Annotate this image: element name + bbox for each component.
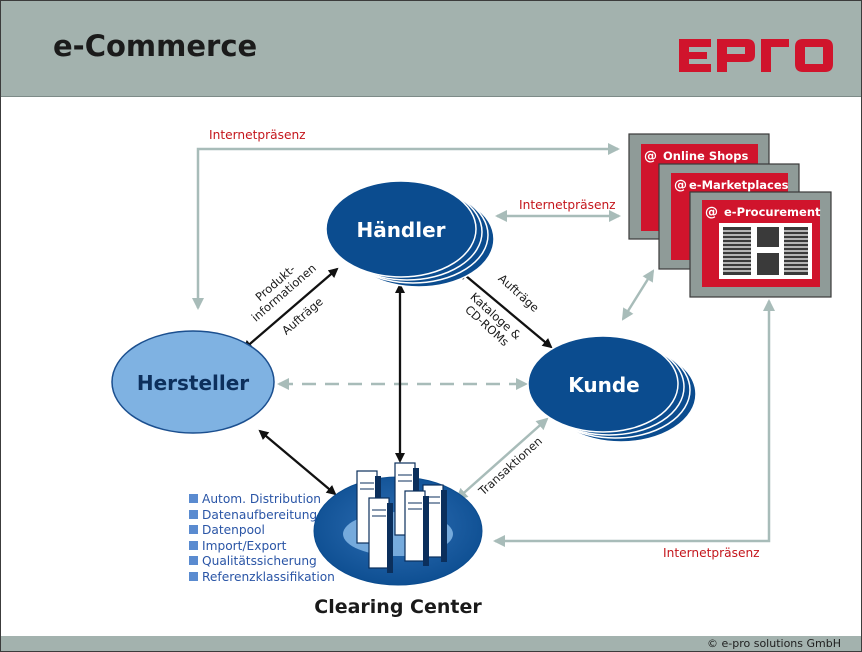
header-bar: e-Commerce <box>1 1 861 97</box>
arrow-haendler-kunde <box>458 269 553 349</box>
list-item: Import/Export <box>189 539 335 555</box>
label-internet-top: Internetpräsenz <box>209 128 306 142</box>
arrow-internet-top <box>192 143 620 310</box>
node-clearing-center: Clearing Center <box>313 462 483 618</box>
clearing-center-label: Clearing Center <box>314 596 482 618</box>
label-internet-bottom: Internetpräsenz <box>663 546 760 560</box>
list-item: Autom. Distribution <box>189 492 335 508</box>
arrow-internet-bottom <box>493 299 775 547</box>
arrow-hersteller-clearing <box>258 429 337 496</box>
svg-text:Transaktionen: Transaktionen <box>475 434 545 499</box>
list-item: Datenaufbereitung <box>189 508 335 524</box>
bullet-square-icon <box>189 540 198 550</box>
label-kataloge: Kataloge & CD-ROMs <box>462 290 524 349</box>
label-auftraege-left: Aufträge <box>279 294 326 337</box>
node-hersteller: Hersteller <box>111 330 275 434</box>
window-online-shops-label: Online Shops <box>663 149 748 163</box>
diagram-canvas: Händler Kunde Hersteller <box>111 128 832 618</box>
page-title: e-Commerce <box>53 29 258 63</box>
footer-bar: © e-pro solutions GmbH <box>1 636 861 651</box>
window-e-marketplaces-at: @ <box>674 178 687 193</box>
bullet-square-icon <box>189 509 198 519</box>
list-item: Qualitätssicherung <box>189 554 335 570</box>
node-haendler: Händler <box>325 180 495 288</box>
window-online-shops-at: @ <box>644 149 657 164</box>
bullet-square-icon <box>189 525 198 535</box>
svg-text:Aufträge: Aufträge <box>279 294 326 337</box>
label-internet-mid: Internetpräsenz <box>519 198 616 212</box>
bullet-square-icon <box>189 556 198 566</box>
bullet-square-icon <box>189 494 198 503</box>
list-item: Datenpool <box>189 523 335 539</box>
arrow-transaktionen <box>455 417 549 501</box>
node-kunde: Kunde <box>527 335 697 443</box>
arrow-kunde-windows <box>621 269 655 321</box>
list-item: Referenzklassifikation <box>189 570 335 586</box>
window-e-procurement-at: @ <box>705 205 718 220</box>
document-content-icon <box>719 223 812 279</box>
haendler-label: Händler <box>356 218 445 242</box>
arrow-hersteller-haendler <box>242 267 339 351</box>
window-e-marketplaces-label: e-Marketplaces <box>689 178 789 192</box>
clearing-services-list: Autom. Distribution Datenaufbereitung Da… <box>189 492 335 586</box>
copyright-text: © e-pro solutions GmbH <box>706 637 841 650</box>
window-e-procurement-label: e-Procurement <box>724 205 821 219</box>
window-e-procurement: @ e-Procurement <box>689 191 832 298</box>
bullet-square-icon <box>189 571 198 581</box>
svg-text:Aufträge: Aufträge <box>496 271 542 315</box>
server-rack-icon <box>356 462 447 573</box>
kunde-label: Kunde <box>568 373 640 397</box>
epro-logo <box>679 39 833 72</box>
label-transaktionen: Transaktionen <box>475 434 545 499</box>
hersteller-label: Hersteller <box>137 371 249 395</box>
label-auftraege-right: Aufträge <box>496 271 542 315</box>
